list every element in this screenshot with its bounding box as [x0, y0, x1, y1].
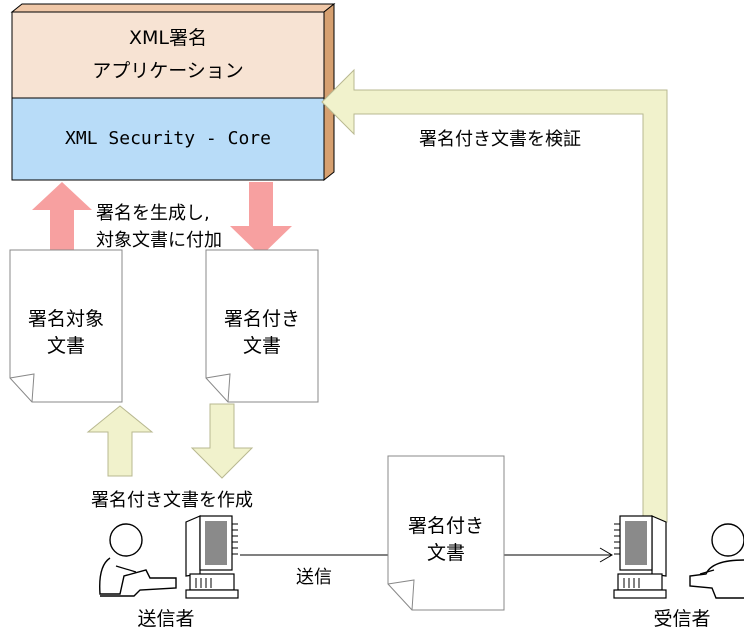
yellow-up-arrow	[86, 405, 154, 477]
send-label: 送信	[296, 567, 332, 588]
pink-up-arrow	[32, 182, 92, 258]
sender-person-icon	[99, 523, 177, 597]
send-arrowhead	[599, 547, 613, 563]
target-document: 署名対象 文書	[9, 249, 123, 403]
generate-sign-label-line2: 対象文書に付加	[96, 230, 222, 251]
sent-document: 署名付き 文書	[387, 455, 505, 611]
application-block: XML署名 アプリケーション XML Security - Core	[10, 2, 336, 182]
signed-document-line2: 文書	[243, 335, 281, 357]
app-block-lower-section	[11, 97, 325, 181]
pink-down-arrow	[230, 182, 292, 256]
sent-document-line2: 文書	[427, 542, 465, 564]
create-signed-doc-label: 署名付き文書を作成	[91, 490, 253, 511]
app-block-top-face	[10, 3, 336, 13]
generate-sign-label-line1: 署名を生成し,	[96, 203, 210, 224]
sent-document-line1: 署名付き	[408, 515, 484, 537]
receiver-person-icon	[689, 523, 744, 599]
receiver-computer-icon	[613, 515, 667, 599]
receiver-label: 受信者	[653, 608, 710, 630]
yellow-verify-arrow	[321, 68, 668, 523]
app-name-line2: アプリケーション	[92, 60, 244, 82]
app-block-upper-section	[11, 11, 325, 99]
target-document-line2: 文書	[47, 335, 85, 357]
yellow-down-arrow	[190, 403, 254, 479]
signed-document-line1: 署名付き	[224, 308, 300, 330]
sender-computer-icon	[185, 515, 239, 599]
verify-signed-doc-label: 署名付き文書を検証	[419, 129, 581, 150]
sender-label: 送信者	[137, 608, 194, 630]
signed-document: 署名付き 文書	[205, 249, 319, 403]
target-document-line1: 署名対象	[28, 308, 104, 330]
xml-security-core-label: XML Security - Core	[65, 128, 271, 149]
app-name-line1: XML署名	[129, 27, 207, 49]
